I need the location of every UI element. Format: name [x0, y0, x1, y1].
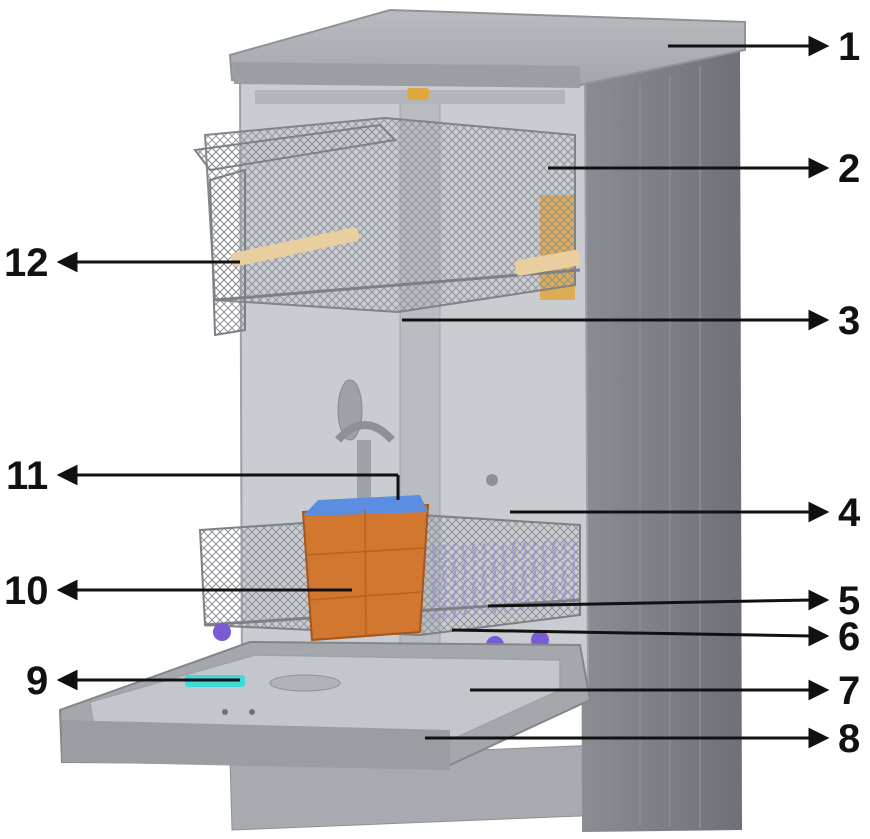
- callout-label-6: 6: [838, 615, 860, 659]
- callout-label-9: 9: [26, 659, 48, 703]
- callout-arrows: [56, 35, 830, 749]
- callout-label-5: 5: [838, 579, 860, 623]
- callout-label-2: 2: [838, 147, 860, 191]
- upper-rack: [193, 116, 581, 337]
- callout-label-1: 1: [838, 25, 860, 69]
- callout-label-4: 4: [838, 491, 861, 535]
- callout-label-7: 7: [838, 669, 860, 713]
- callout-label-10: 10: [4, 569, 49, 613]
- callout-label-3: 3: [838, 299, 860, 343]
- callout-label-11: 11: [6, 454, 48, 498]
- side-panel: [580, 42, 742, 832]
- callout-labels: 1 2 3 4 5 6 7 8 9 10 11 12: [4, 25, 861, 761]
- callout-label-8: 8: [838, 717, 860, 761]
- open-door: [58, 640, 592, 770]
- worktop: [228, 8, 746, 88]
- cutlery-basket: [301, 495, 430, 642]
- callout-label-12: 12: [4, 241, 49, 285]
